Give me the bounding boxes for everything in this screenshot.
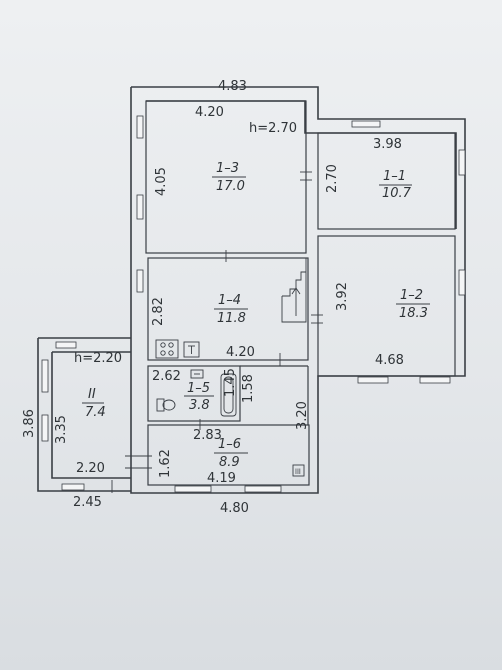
svg-text:10.7: 10.7 — [382, 186, 412, 201]
room-1-5-outline — [147, 365, 241, 422]
svg-text:7.4: 7.4 — [85, 405, 106, 420]
dim-annex-outer: 3.86 — [22, 409, 37, 438]
staircase-icon — [281, 258, 307, 323]
room-1-4-outline — [147, 257, 309, 361]
dim-room15-top: 2.62 — [152, 369, 181, 384]
window — [136, 194, 144, 220]
svg-text:1–5: 1–5 — [187, 381, 210, 396]
window — [41, 414, 49, 442]
svg-text:II: II — [88, 387, 96, 402]
dim-overall-bottom: 4.80 — [220, 501, 249, 516]
dim-room16-side-left: 1.62 — [158, 449, 173, 478]
windows — [41, 115, 466, 493]
dim-room13-side: 4.05 — [154, 167, 169, 196]
svg-text:1–2: 1–2 — [400, 288, 423, 303]
dim-annex-bottom-inner: 2.20 — [76, 461, 105, 476]
inner-walls — [145, 100, 456, 486]
window — [61, 483, 85, 491]
dim-room15-bottom: 2.83 — [193, 428, 222, 443]
room-1-6-label: 1–6 8.9 — [214, 437, 248, 470]
svg-text:17.0: 17.0 — [216, 179, 245, 194]
door-marks — [111, 171, 323, 493]
dim-room11-side: 2.70 — [325, 164, 340, 193]
dim-annex-inner: 3.35 — [54, 415, 69, 444]
room-1-6-outline — [147, 424, 310, 486]
dim-room11-top: 3.98 — [373, 137, 402, 152]
svg-text:1–4: 1–4 — [218, 293, 241, 308]
room-1-4-label: 1–4 11.8 — [214, 293, 248, 326]
window — [41, 359, 49, 393]
washbasin-icon — [190, 369, 204, 379]
svg-text:18.3: 18.3 — [399, 306, 428, 321]
window — [419, 376, 451, 384]
svg-text:11.8: 11.8 — [217, 311, 246, 326]
window — [351, 120, 381, 128]
dim-annex-bottom-outer: 2.45 — [73, 495, 102, 510]
dim-room13-top: 4.20 — [195, 105, 224, 120]
bathtub-icon — [220, 373, 237, 417]
svg-text:3.8: 3.8 — [189, 398, 210, 413]
dim-room14-side: 2.82 — [151, 297, 166, 326]
window — [55, 341, 77, 349]
svg-text:1–3: 1–3 — [216, 161, 239, 176]
svg-text:1–6: 1–6 — [218, 437, 241, 452]
room-1-2-outline — [317, 235, 456, 377]
sink-icon — [183, 341, 200, 358]
svg-text:1–1: 1–1 — [383, 169, 406, 184]
svg-text:lll: lll — [295, 468, 301, 476]
dim-room16-side-right: 3.20 — [295, 401, 310, 430]
window — [136, 269, 144, 293]
room-1-3-label: 1–3 17.0 — [212, 161, 246, 194]
window — [458, 149, 466, 176]
room-labels: 1–3 17.0 1–1 10.7 1–4 11.8 1–2 18.3 II 7… — [82, 161, 430, 470]
room-ii-label: II 7.4 — [82, 387, 106, 420]
dim-room12-bottom: 4.68 — [375, 353, 404, 368]
room-1-1-outline — [317, 132, 456, 230]
dim-overall-top: 4.83 — [218, 79, 247, 94]
room-1-2-label: 1–2 18.3 — [396, 288, 430, 321]
ceiling-height-main: h=2.70 — [249, 121, 297, 136]
window — [174, 485, 212, 493]
window — [458, 269, 466, 296]
window — [357, 376, 389, 384]
dimension-labels: 4.83 4.20 h=2.70 3.98 4.05 2.70 2.82 3.9… — [22, 79, 404, 516]
room-1-1-label: 1–1 10.7 — [379, 169, 412, 201]
dim-room16-bottom: 4.19 — [207, 471, 236, 486]
ceiling-height-annex: h=2.20 — [74, 351, 122, 366]
dim-room14-bottom: 4.20 — [226, 345, 255, 360]
window — [136, 115, 144, 139]
dim-room12-side: 3.92 — [335, 282, 350, 311]
dim-room15-side: 1.58 — [241, 374, 256, 403]
window — [244, 485, 282, 493]
dim-room15-door: 1.45 — [223, 368, 238, 397]
room-1-5-label: 1–5 3.8 — [184, 381, 214, 413]
svg-text:8.9: 8.9 — [219, 455, 240, 470]
heater-icon: lll — [292, 464, 305, 477]
toilet-icon — [156, 398, 176, 412]
stove-icon — [155, 339, 179, 359]
